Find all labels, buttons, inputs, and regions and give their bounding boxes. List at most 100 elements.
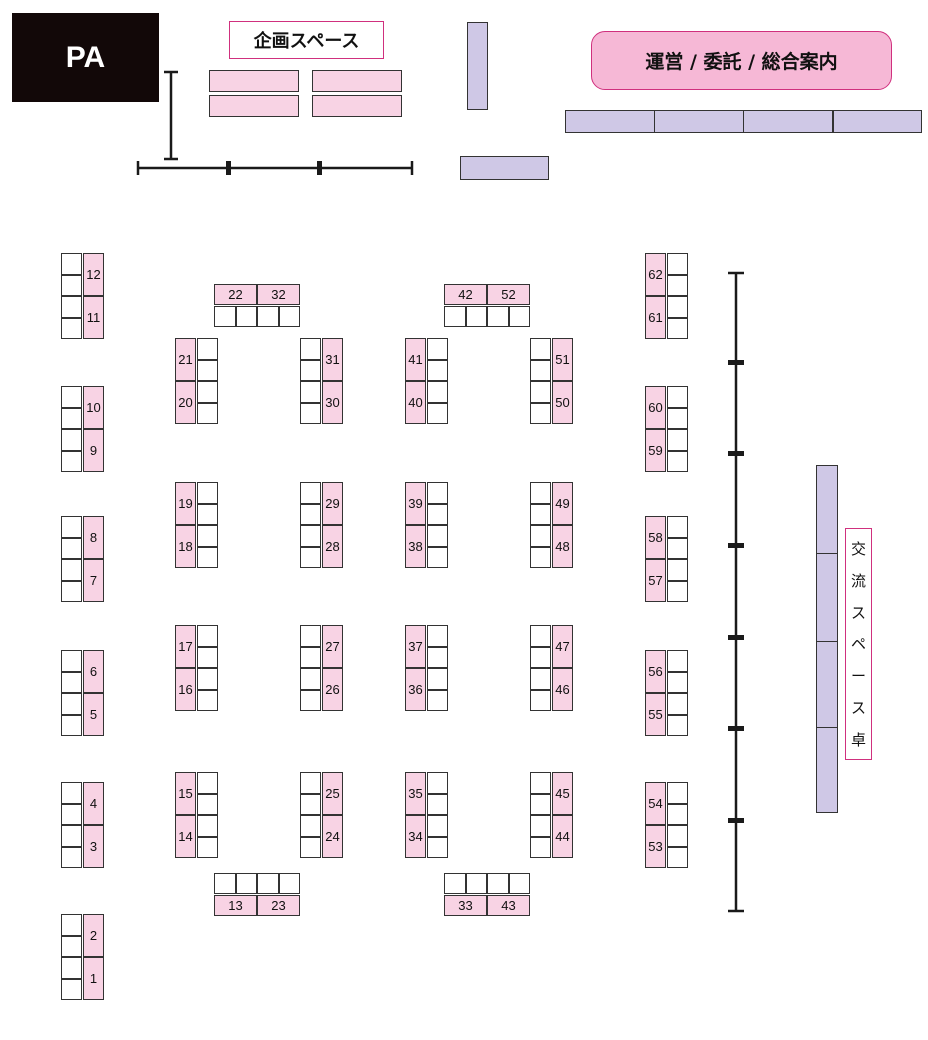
booth-seat (667, 782, 688, 804)
booth-number[interactable]: 55 (645, 693, 666, 736)
booth-number[interactable]: 29 (322, 482, 343, 525)
booth-number[interactable]: 17 (175, 625, 196, 668)
booth-number[interactable]: 28 (322, 525, 343, 568)
booth-number[interactable]: 39 (405, 482, 426, 525)
booth-number[interactable]: 12 (83, 253, 104, 296)
pa-booth: PA (12, 13, 159, 102)
booth-number[interactable]: 53 (645, 825, 666, 868)
booth-number[interactable]: 9 (83, 429, 104, 472)
booth-number[interactable]: 38 (405, 525, 426, 568)
booth-number[interactable]: 35 (405, 772, 426, 815)
booth-number[interactable]: 25 (322, 772, 343, 815)
booth-number[interactable]: 14 (175, 815, 196, 858)
booth-number[interactable]: 21 (175, 338, 196, 381)
booth-seat (667, 537, 688, 559)
booth-number[interactable]: 20 (175, 381, 196, 424)
booth-number[interactable]: 50 (552, 381, 573, 424)
booth-seat (61, 559, 82, 581)
booth-number[interactable]: 10 (83, 386, 104, 429)
booth-seat (465, 306, 487, 327)
booth-seat (300, 689, 321, 711)
booth-seat (61, 407, 82, 429)
booth-number[interactable]: 16 (175, 668, 196, 711)
booth-seat (300, 815, 321, 837)
exchange-table (816, 727, 838, 813)
booth-number[interactable]: 57 (645, 559, 666, 602)
booth-seat (667, 450, 688, 472)
booth-seat (427, 482, 448, 504)
booth-seat (61, 650, 82, 672)
booth-number[interactable]: 31 (322, 338, 343, 381)
booth-number[interactable]: 51 (552, 338, 573, 381)
booth-number[interactable]: 40 (405, 381, 426, 424)
booth-number[interactable]: 47 (552, 625, 573, 668)
booth-number[interactable]: 18 (175, 525, 196, 568)
exchange-desk-char: ス (850, 603, 866, 622)
booth-number[interactable]: 62 (645, 253, 666, 296)
booth-seat (197, 793, 218, 815)
booth-seat (530, 482, 551, 504)
booth-number[interactable]: 24 (322, 815, 343, 858)
exchange-desk-char: 流 (850, 572, 866, 591)
booth-seat (667, 407, 688, 429)
booth-number[interactable]: 32 (257, 284, 300, 305)
booth-number[interactable]: 3 (83, 825, 104, 868)
booth-seat (427, 525, 448, 547)
booth-number[interactable]: 46 (552, 668, 573, 711)
booth-number[interactable]: 23 (257, 895, 300, 916)
booth-number[interactable]: 45 (552, 772, 573, 815)
booth-number[interactable]: 43 (487, 895, 530, 916)
booth-seat (61, 671, 82, 693)
booth-number[interactable]: 42 (444, 284, 487, 305)
booth-number[interactable]: 22 (214, 284, 257, 305)
booth-number[interactable]: 19 (175, 482, 196, 525)
booth-seat (667, 386, 688, 408)
info-desk-table (743, 110, 833, 133)
booth-number[interactable]: 34 (405, 815, 426, 858)
booth-number[interactable]: 1 (83, 957, 104, 1000)
booth-number[interactable]: 52 (487, 284, 530, 305)
booth-number[interactable]: 5 (83, 693, 104, 736)
booth-number[interactable]: 6 (83, 650, 104, 693)
booth-number[interactable]: 59 (645, 429, 666, 472)
booth-number[interactable]: 54 (645, 782, 666, 825)
booth-number[interactable]: 44 (552, 815, 573, 858)
booth-number[interactable]: 33 (444, 895, 487, 916)
booth-number[interactable]: 49 (552, 482, 573, 525)
booth-seat (197, 546, 218, 568)
booth-seat (61, 935, 82, 957)
booth-number[interactable]: 26 (322, 668, 343, 711)
booth-number[interactable]: 37 (405, 625, 426, 668)
booth-number[interactable]: 4 (83, 782, 104, 825)
booth-number[interactable]: 58 (645, 516, 666, 559)
booth-number[interactable]: 30 (322, 381, 343, 424)
booth-number[interactable]: 36 (405, 668, 426, 711)
booth-seat (508, 873, 530, 894)
booth-number[interactable]: 15 (175, 772, 196, 815)
booth-seat (667, 274, 688, 296)
booth-number[interactable]: 2 (83, 914, 104, 957)
booth-seat (530, 402, 551, 424)
booth-number[interactable]: 60 (645, 386, 666, 429)
booth-seat (61, 714, 82, 736)
booth-number[interactable]: 27 (322, 625, 343, 668)
booth-number[interactable]: 13 (214, 895, 257, 916)
booth-number[interactable]: 11 (83, 296, 104, 339)
booth-number[interactable]: 61 (645, 296, 666, 339)
booth-seat (487, 873, 509, 894)
booth-seat (427, 402, 448, 424)
booth-seat (427, 668, 448, 690)
booth-seat (530, 546, 551, 568)
booth-seat (530, 503, 551, 525)
booth-number[interactable]: 8 (83, 516, 104, 559)
booth-seat (214, 873, 236, 894)
booth-number[interactable]: 56 (645, 650, 666, 693)
booth-seat (61, 429, 82, 451)
booth-seat (667, 693, 688, 715)
booth-number[interactable]: 48 (552, 525, 573, 568)
booth-seat (667, 846, 688, 868)
info-desk-text: 運営 / 委託 / 総合案内 (645, 51, 838, 73)
booth-seat (300, 359, 321, 381)
booth-number[interactable]: 7 (83, 559, 104, 602)
booth-number[interactable]: 41 (405, 338, 426, 381)
